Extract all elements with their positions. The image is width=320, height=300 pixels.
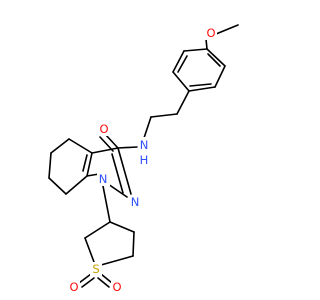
n1-c3-bond — [102, 185, 111, 223]
atom-label-layer: O O N H N N S O O — [68, 26, 217, 294]
pyrazole-n2-n1 — [107, 183, 128, 198]
pyrazole-c7a-c3a-a — [86, 152, 93, 177]
benzene-double-2 — [189, 83, 212, 87]
sulfone-right-1 — [100, 273, 113, 284]
bond-layer — [48, 24, 239, 288]
sulfone-oxygen-left: O — [69, 280, 78, 294]
cyclohex-4 — [48, 177, 67, 195]
ring-nitrogen-2: N — [131, 195, 140, 209]
benzene-bond-5 — [172, 50, 185, 73]
amide-hydrogen: H — [140, 153, 149, 167]
cyclohex-3 — [48, 152, 52, 179]
sulfolane-5 — [109, 221, 135, 233]
aryl-oxygen-bond — [205, 38, 208, 50]
benzene-double-3 — [177, 55, 188, 73]
methoxy-oxygen: O — [206, 26, 215, 40]
sulfolane-2 — [84, 237, 95, 263]
sulfone-left-2 — [81, 277, 95, 288]
carbonyl-oxygen: O — [99, 122, 108, 136]
sulfone-right-2 — [97, 277, 110, 288]
ethyl-bond-3 — [143, 116, 152, 139]
methyl-bond — [215, 24, 239, 35]
sulfone-oxygen-left-background — [68, 280, 80, 294]
sulfur-atom: S — [92, 262, 99, 276]
benzene-bond-1 — [206, 48, 226, 67]
sulfolane-1 — [84, 221, 111, 239]
benzene-double-1 — [207, 53, 221, 67]
cyclohex-2 — [50, 138, 70, 154]
sulfur-background — [90, 262, 102, 276]
amide-cn-bond — [117, 146, 138, 149]
pyrazole-c3-n2-b — [111, 153, 124, 194]
sulfone-oxygen-right-background — [111, 280, 123, 294]
ethyl-bond-2 — [150, 113, 178, 118]
molecule-structure: O O N H N N S O O — [48, 24, 239, 294]
ring-nitrogen-2-background — [129, 195, 142, 209]
amide-nitrogen-background — [138, 137, 151, 167]
methoxy-oxygen-background — [205, 26, 217, 40]
pyrazole-c7a-c3a-b — [82, 154, 88, 172]
pyrazole-c3-n2-a — [117, 147, 132, 195]
amide-nitrogen: N — [140, 138, 149, 152]
benzene-bond-4 — [172, 71, 190, 92]
sulfolane-3 — [100, 255, 134, 266]
carbonyl-oxygen-background — [98, 122, 110, 136]
ring-nitrogen-1: N — [99, 172, 108, 186]
benzene-bond-2 — [214, 65, 226, 88]
carbonyl-bond-1 — [104, 133, 119, 149]
benzene-bond-6 — [183, 48, 208, 52]
cyclohex-1 — [68, 138, 93, 154]
sulfone-oxygen-right: O — [112, 280, 121, 294]
pyrazole-c3-c3a — [91, 147, 119, 154]
ring-nitrogen-1-background — [97, 172, 110, 186]
cyclohex-5 — [65, 175, 88, 195]
benzene-bond-3 — [188, 86, 216, 92]
sulfolane-4 — [132, 231, 135, 257]
ethyl-bond-1 — [176, 90, 190, 115]
sulfone-left-1 — [78, 273, 92, 284]
